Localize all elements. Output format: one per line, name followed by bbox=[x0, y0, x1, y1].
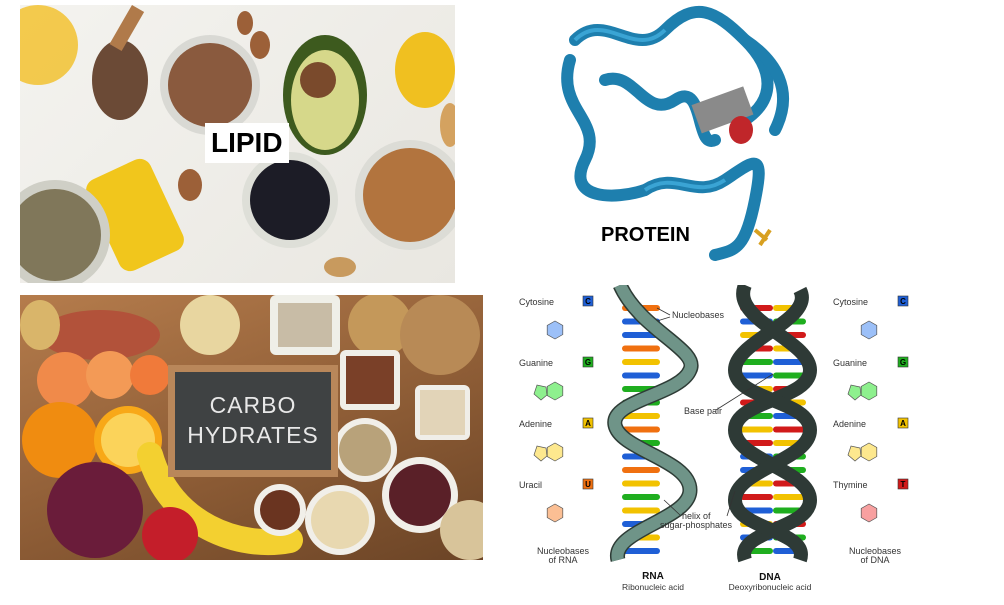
base-letter: C bbox=[585, 297, 591, 306]
base-name: Adenine bbox=[833, 419, 866, 429]
base-structure-icon bbox=[860, 381, 878, 401]
dna-base-pair-right bbox=[773, 359, 806, 365]
rna-dna-diagram: Nucleobases Base pair helix of sugar-pho… bbox=[505, 285, 935, 600]
base-structure-icon bbox=[860, 442, 878, 462]
dna-nucleobases-caption-2: of DNA bbox=[860, 555, 889, 565]
dna-helix bbox=[727, 285, 818, 563]
base-entry-guanine: Guanine G bbox=[833, 356, 909, 401]
base-entry-adenine: Adenine A bbox=[519, 417, 594, 462]
rna-nucleobase bbox=[622, 413, 660, 419]
base-structure-ring-icon bbox=[847, 384, 862, 401]
rna-nucleobase bbox=[622, 372, 660, 379]
rna-nucleobase bbox=[622, 507, 660, 514]
base-name: Cytosine bbox=[519, 297, 554, 307]
rna-title: RNA bbox=[642, 571, 664, 582]
base-letter: A bbox=[585, 419, 591, 428]
base-name: Thymine bbox=[833, 480, 868, 490]
rna-nucleobases-caption-2: of RNA bbox=[548, 555, 577, 565]
base-letter-box bbox=[897, 356, 909, 368]
protein-ribbon-illustration bbox=[561, 6, 790, 261]
base-entry-cytosine: Cytosine C bbox=[833, 295, 909, 340]
dna-base-pair-right bbox=[773, 426, 806, 433]
carbohydrate-foods-photo: CARBO HYDRATES bbox=[20, 295, 483, 560]
rna-nucleobase bbox=[622, 359, 660, 365]
protein-structure-image: PROTEIN bbox=[545, 0, 805, 278]
base-entry-uracil: Uracil U bbox=[519, 478, 594, 523]
base-structure-ring-icon bbox=[847, 445, 862, 462]
rna-nucleobases-caption-1: Nucleobases bbox=[537, 546, 590, 556]
base-letter: C bbox=[900, 297, 906, 306]
rna-nucleobase bbox=[622, 494, 660, 500]
dna-base-pair-right bbox=[773, 494, 806, 500]
base-entry-guanine: Guanine G bbox=[519, 356, 594, 401]
chalkboard-line-2: HYDRATES bbox=[187, 422, 319, 448]
helix-annotation-line-1: helix of bbox=[682, 511, 711, 521]
base-name: Cytosine bbox=[833, 297, 868, 307]
base-letter-box bbox=[897, 417, 909, 429]
base-structure-icon bbox=[546, 442, 564, 462]
base-name: Guanine bbox=[833, 358, 867, 368]
lipid-label: LIPID bbox=[205, 123, 289, 163]
base-letter-box bbox=[582, 417, 594, 429]
base-pair-annotation: Base pair bbox=[684, 406, 722, 416]
dna-subtitle: Deoxyribonucleic acid bbox=[729, 582, 812, 592]
base-name: Adenine bbox=[519, 419, 552, 429]
base-structure-icon bbox=[546, 381, 564, 401]
lipid-foods-illustration bbox=[20, 5, 455, 283]
base-entry-adenine: Adenine A bbox=[833, 417, 909, 462]
base-letter-box bbox=[582, 356, 594, 368]
lipid-foods-photo: LIPID bbox=[20, 5, 455, 283]
rna-nucleobase bbox=[622, 480, 660, 487]
base-structure-icon bbox=[860, 503, 878, 523]
rna-helix bbox=[607, 285, 699, 562]
dna-base-pair-left bbox=[740, 359, 773, 365]
dna-title: DNA bbox=[759, 572, 781, 583]
base-letter: U bbox=[585, 480, 591, 489]
nucleobases-annotation: Nucleobases bbox=[672, 310, 725, 320]
rna-nucleobase bbox=[622, 345, 660, 352]
carbohydrate-foods-illustration bbox=[20, 295, 483, 560]
dna-base-pair-left bbox=[740, 372, 773, 379]
base-letter-box bbox=[582, 478, 594, 490]
dna-base-pair-right bbox=[773, 372, 806, 379]
protein-label: PROTEIN bbox=[601, 224, 690, 246]
base-name: Uracil bbox=[519, 480, 542, 490]
dna-base-pair-left bbox=[740, 494, 773, 500]
base-entry-thymine: Thymine T bbox=[833, 478, 909, 523]
carbohydrates-chalkboard: CARBO HYDRATES bbox=[168, 365, 338, 477]
annotation-lines bbox=[656, 307, 774, 517]
base-letter-box bbox=[897, 295, 909, 307]
helix-annotation-line-2: sugar-phosphates bbox=[660, 520, 733, 530]
rna-subtitle: Ribonucleic acid bbox=[622, 582, 684, 592]
base-letter: G bbox=[585, 358, 591, 367]
rna-nucleobase bbox=[622, 548, 660, 554]
rna-nucleobase bbox=[622, 426, 660, 433]
base-letter-box bbox=[582, 295, 594, 307]
base-entry-cytosine: Cytosine C bbox=[519, 295, 594, 340]
dna-base-pair-left bbox=[740, 426, 773, 433]
base-structure-icon bbox=[546, 503, 564, 523]
dna-nucleobases-caption-1: Nucleobases bbox=[849, 546, 902, 556]
rna-nucleobase bbox=[622, 467, 660, 473]
base-structure-ring-icon bbox=[533, 384, 548, 401]
chalkboard-line-1: CARBO bbox=[209, 392, 297, 418]
base-structure-icon bbox=[860, 320, 878, 340]
base-structure-icon bbox=[546, 320, 564, 340]
base-letter: A bbox=[900, 419, 906, 428]
base-name: Guanine bbox=[519, 358, 553, 368]
rna-dna-illustration: Nucleobases Base pair helix of sugar-pho… bbox=[519, 285, 909, 592]
base-letter: G bbox=[900, 358, 906, 367]
base-structure-ring-icon bbox=[533, 445, 548, 462]
base-letter: T bbox=[901, 480, 906, 489]
base-letter-box bbox=[897, 478, 909, 490]
